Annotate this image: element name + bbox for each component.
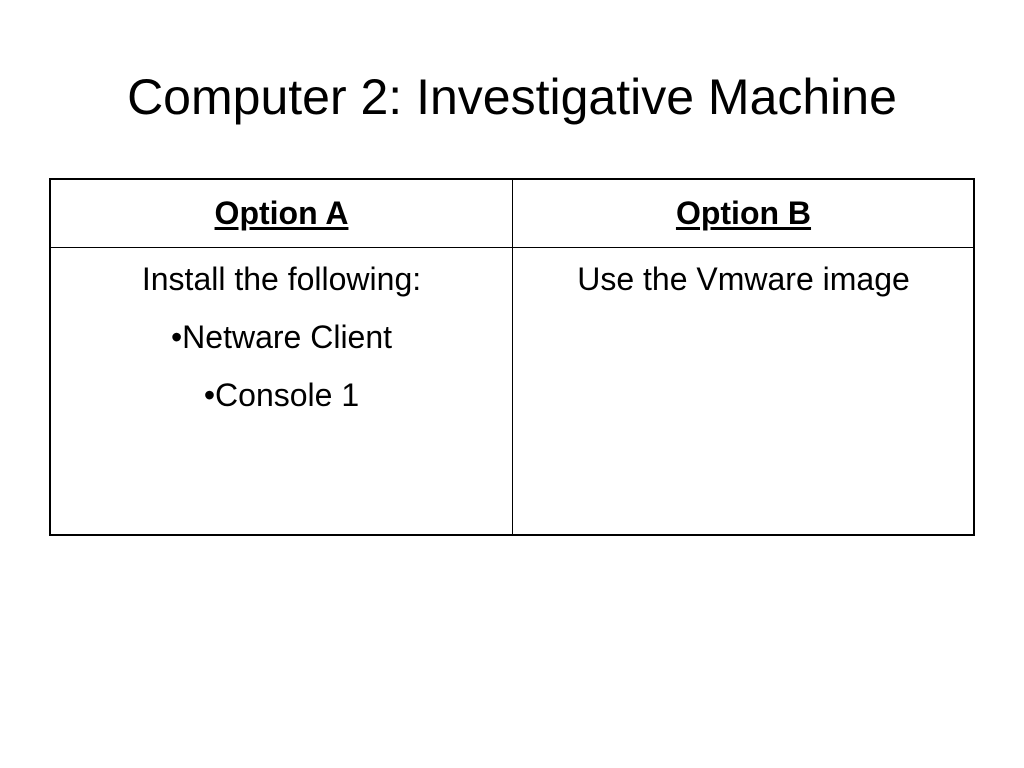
header-option-a-label: Option A [214,195,349,231]
cell-option-b: Use the Vmware image [512,247,975,535]
option-a-item-netware-client: •Netware Client [170,319,393,355]
table-row: Install the following: •Netware Client •… [50,247,975,535]
options-table: Option A Option B Install the following:… [50,179,975,535]
header-option-a: Option A [50,179,513,248]
option-b-text: Use the Vmware image [577,261,910,297]
header-option-b: Option B [512,179,975,248]
header-option-b-label: Option B [675,195,812,231]
option-a-item-console: •Console 1 [203,377,360,413]
cell-option-a: Install the following: •Netware Client •… [50,247,513,535]
option-a-intro: Install the following: [141,261,422,297]
table-header-row: Option A Option B [50,179,975,248]
slide-title: Computer 2: Investigative Machine [127,69,897,125]
